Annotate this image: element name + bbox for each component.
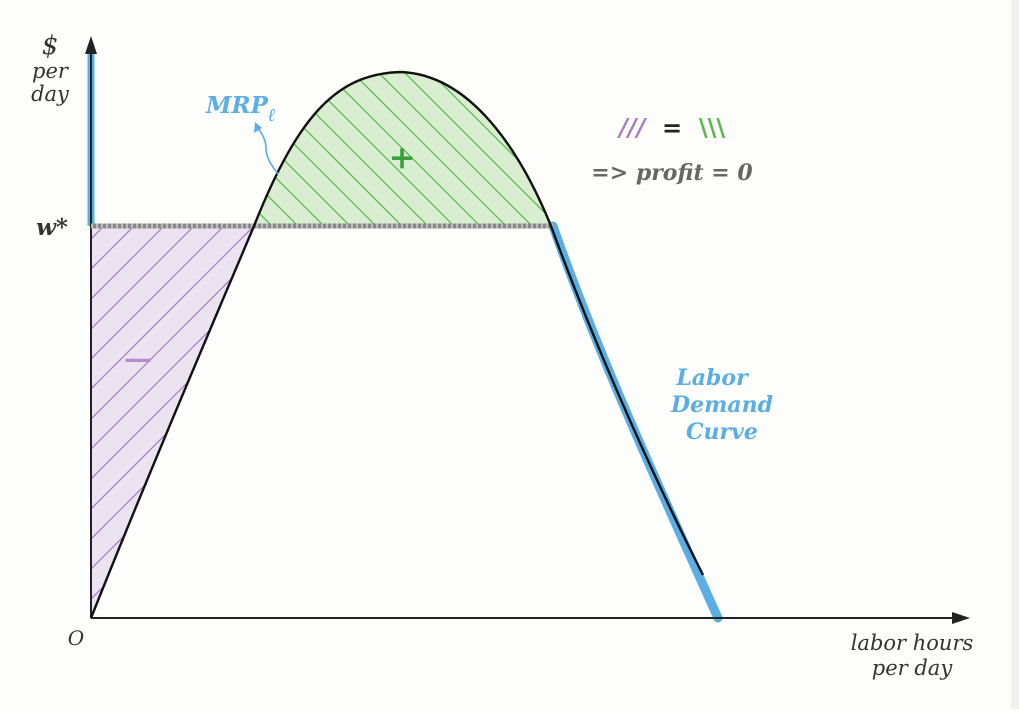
purple-hatch-line [91, 226, 254, 618]
green-hatch-line [365, 72, 547, 226]
green-hatch-line [574, 60, 754, 240]
origin-label: O [68, 626, 84, 650]
legend-equals: = [662, 113, 682, 142]
legend-green-hatch: \\\ [699, 113, 726, 142]
mrp-label-main: MRP [205, 92, 269, 119]
mrp-pointer-arrowhead [254, 122, 262, 133]
purple-hatch-line [91, 226, 254, 618]
mrp-label-subscript: ℓ [268, 105, 276, 126]
purple-hatch-line [91, 226, 231, 618]
plus-sign: + [389, 138, 416, 176]
negative-profit-region [91, 226, 254, 618]
purple-hatch-line [0, 220, 80, 620]
green-hatch-line [254, 72, 339, 226]
green-hatch-line [254, 72, 313, 226]
minus-sign: — [124, 342, 152, 375]
green-hatch-line [417, 72, 551, 226]
green-hatch-line [704, 60, 884, 240]
purple-hatch-line [91, 226, 201, 618]
mrp-pointer-arrow [257, 127, 279, 175]
y-axis-label-dollar: $ [42, 31, 59, 61]
green-hatch-line [521, 72, 551, 226]
legend-conclusion: => profit = 0 [591, 160, 753, 186]
w-star-label: w* [36, 214, 68, 241]
x-axis-arrow [952, 612, 970, 624]
green-hatch-line [254, 72, 391, 226]
mrp-curve [89, 70, 705, 619]
purple-hatch-line [91, 226, 171, 618]
green-hatch-line [339, 72, 521, 226]
purple-hatch-line [0, 220, 20, 620]
right-edge-strip [1011, 0, 1019, 709]
mrp-label: MRPℓ [205, 92, 276, 126]
green-hatch-line [652, 60, 832, 240]
labor-demand-label-line3: Curve [686, 419, 758, 445]
green-hatch-line [0, 60, 156, 240]
legend-purple-hatch: /// [617, 113, 648, 142]
green-hatch-line [626, 60, 806, 240]
y-axis-arrow [85, 36, 97, 54]
purple-hatch-line [189, 226, 254, 618]
green-hatch-line [547, 72, 551, 226]
y-axis-label-day: day [31, 82, 70, 106]
green-hatch-line [313, 72, 495, 226]
y-axis-label-per: per [32, 59, 70, 83]
purple-hatch-line [280, 220, 680, 620]
green-hatch-line [391, 72, 551, 226]
green-hatch-line [600, 60, 780, 240]
purple-hatch-line [310, 220, 710, 620]
green-hatch-line [254, 72, 261, 226]
purple-hatch-line [249, 226, 254, 618]
green-hatch-line [730, 60, 910, 240]
green-hatch-line [54, 60, 234, 240]
purple-hatch-line [91, 226, 254, 618]
x-axis-label-line2: per day [872, 656, 954, 680]
purple-hatch-line [340, 220, 740, 620]
purple-hatch-line [0, 220, 50, 620]
labor-demand-label-line1: Labor [675, 365, 749, 391]
green-hatch-line [678, 60, 858, 240]
labor-demand-label-line2: Demand [670, 392, 773, 418]
x-axis-label-line1: labor hours [851, 631, 974, 655]
purple-hatch-line [219, 226, 254, 618]
